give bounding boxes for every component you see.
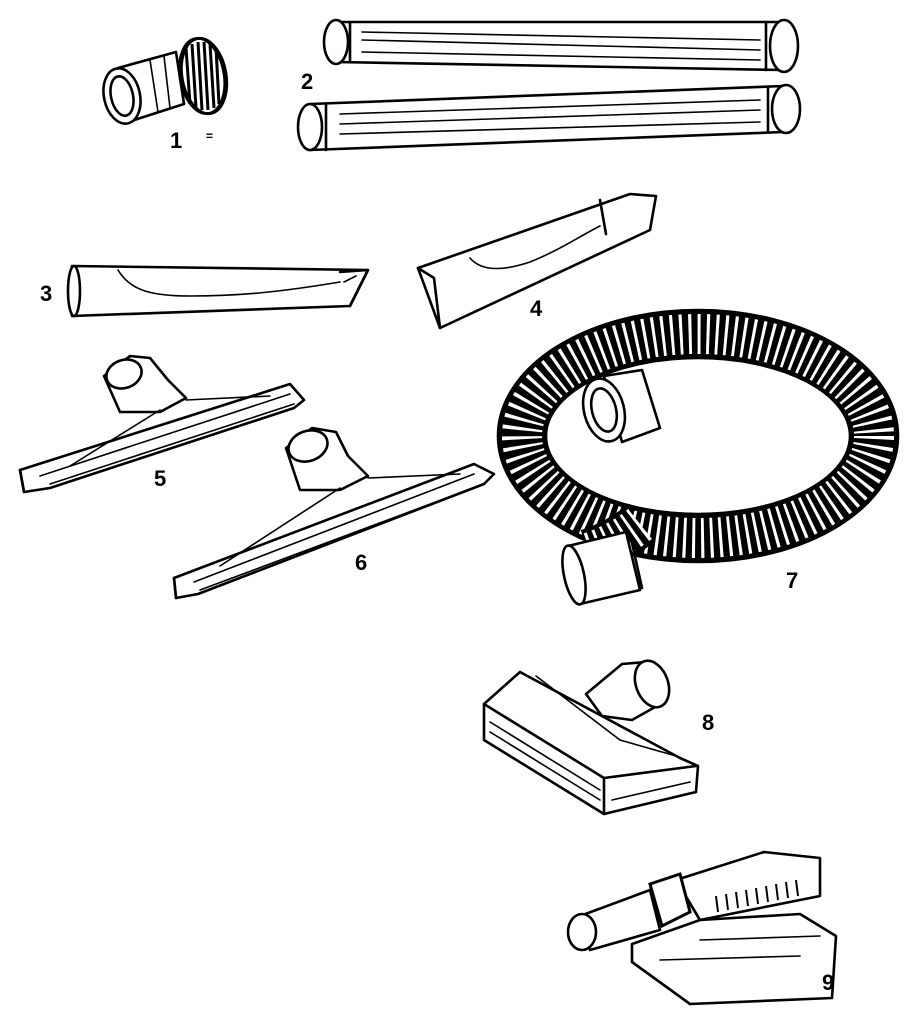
floor-brush-nozzle-icon <box>482 659 700 816</box>
power-nozzle-icon <box>566 850 838 1006</box>
dusting-brush-icon <box>102 36 229 125</box>
floor-squeegee-icon <box>18 354 306 494</box>
part-number-4: 4 <box>530 296 543 321</box>
wide-crevice-tool-icon <box>416 192 658 330</box>
part-number-1: 1 <box>170 128 182 153</box>
flexible-hose-icon <box>496 308 900 606</box>
crevice-tool-icon <box>66 264 370 318</box>
part-number-3: 3 <box>40 281 52 306</box>
floor-squeegee-icon <box>172 426 496 600</box>
part-number-6: 6 <box>355 550 367 575</box>
extension-wands-icon <box>296 18 802 152</box>
part-number-5: 5 <box>154 466 166 491</box>
part-number-8: 8 <box>702 710 714 735</box>
part-number-9: 9 <box>822 970 834 995</box>
svg-text:=: = <box>206 129 213 143</box>
part-number-2: 2 <box>301 69 313 94</box>
part-number-7: 7 <box>786 568 798 593</box>
